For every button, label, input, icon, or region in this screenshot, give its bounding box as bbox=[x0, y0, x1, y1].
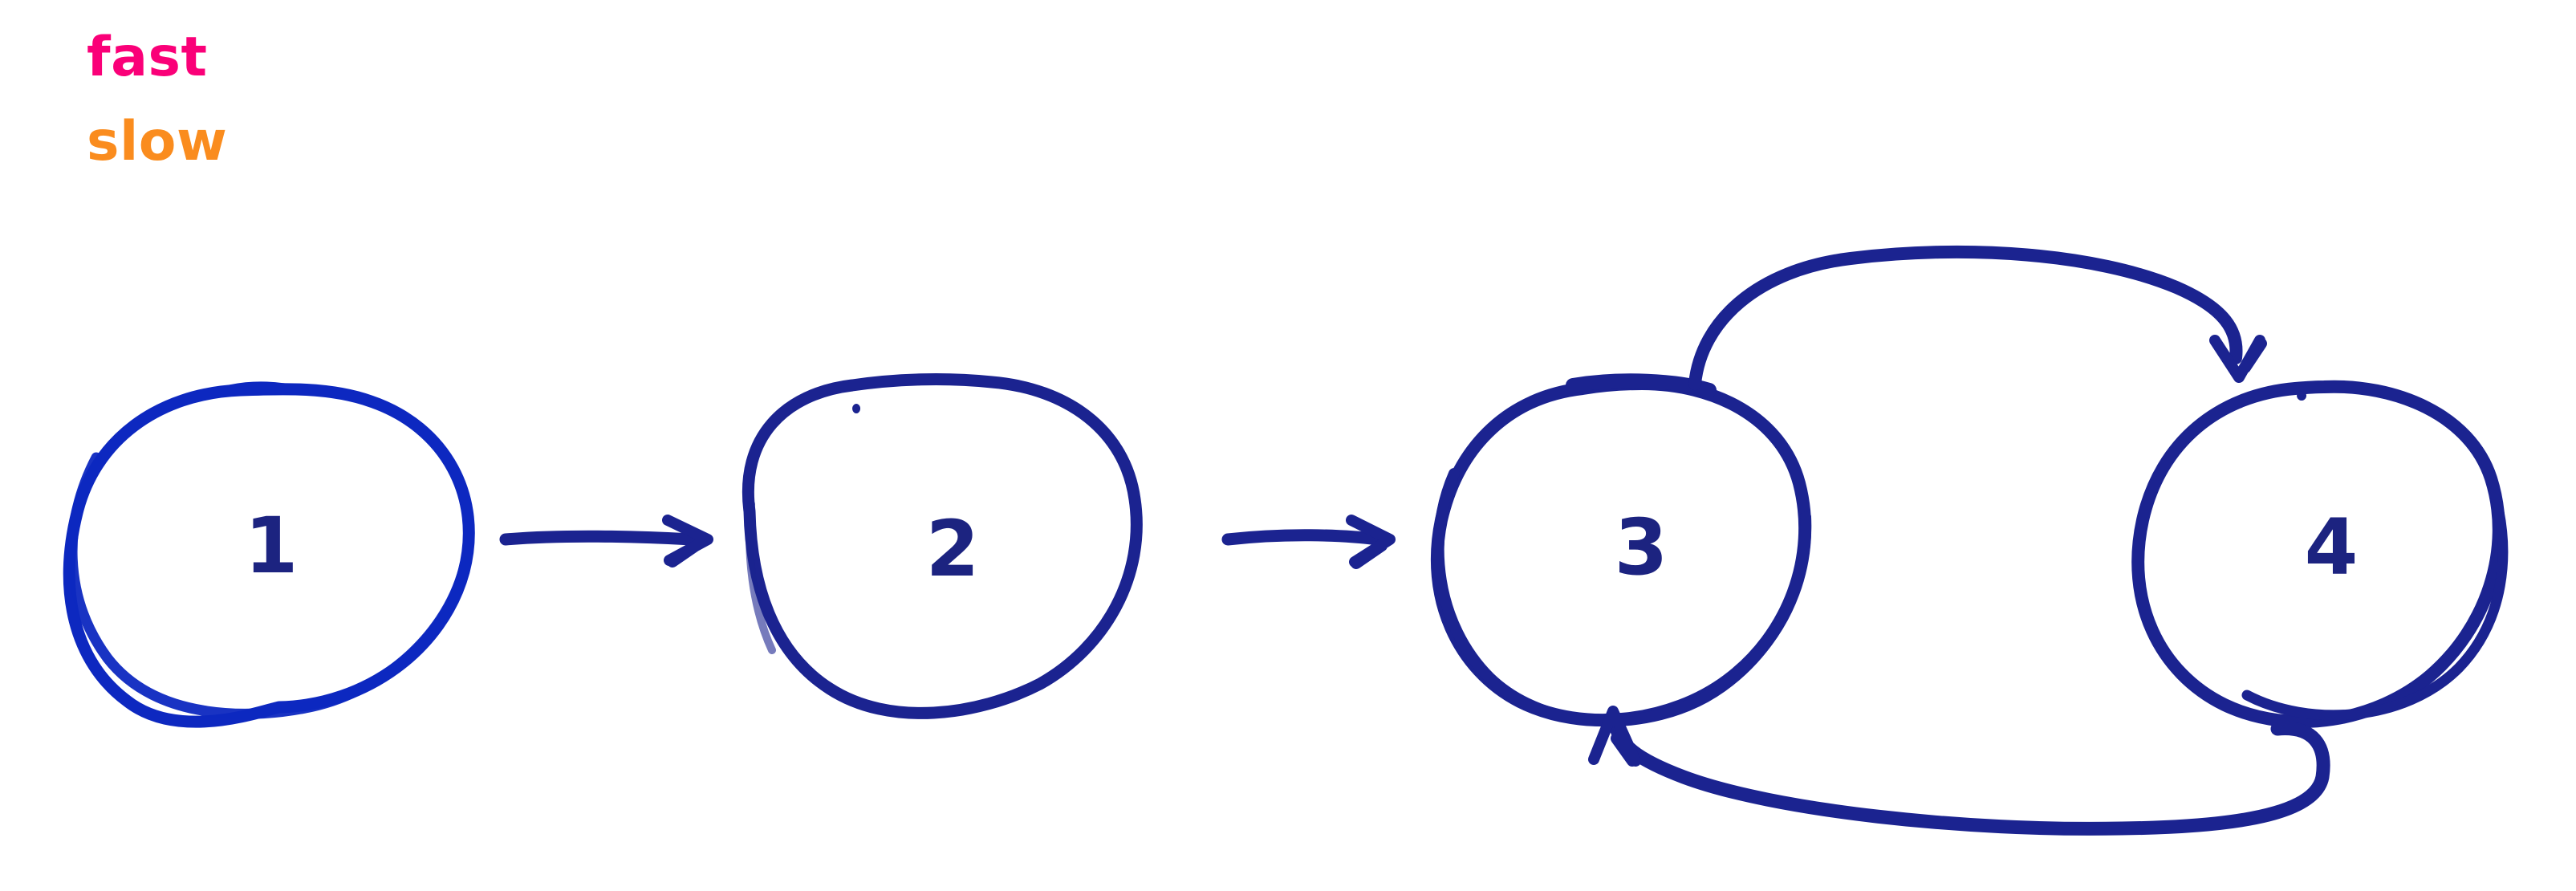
node-1-label: 1 bbox=[244, 501, 299, 591]
node-1[interactable] bbox=[63, 381, 475, 728]
node-1-ellipse-overdraw bbox=[67, 452, 471, 719]
node-1-top-nib bbox=[227, 381, 303, 394]
edge-3-to-4[interactable] bbox=[1688, 245, 2267, 390]
node-4-pen-dot bbox=[2297, 391, 2307, 401]
node-4-right-overdraw bbox=[2241, 486, 2509, 721]
node-3-label: 3 bbox=[1614, 502, 1668, 592]
edge-4-to-3[interactable] bbox=[1588, 706, 2330, 836]
edge-2-to-3-line bbox=[1221, 529, 1385, 546]
edge-4-to-3-curve bbox=[1607, 714, 2330, 836]
edge-2-to-3-arrowhead bbox=[1346, 515, 1396, 569]
edge-4-to-3-arrowhead bbox=[1588, 706, 1641, 767]
edge-1-to-2-arrowhead bbox=[662, 515, 713, 568]
edge-2-to-3[interactable] bbox=[1221, 515, 1396, 569]
node-2-pen-dot bbox=[852, 404, 861, 413]
edge-1-to-2-line bbox=[499, 530, 698, 546]
legend-label-fast: fast bbox=[87, 26, 208, 89]
node-3-ellipse-overdraw bbox=[1432, 468, 1812, 727]
node-2[interactable] bbox=[742, 373, 1143, 719]
edge-1-to-2[interactable] bbox=[499, 515, 713, 568]
edge-3-to-4-curve bbox=[1688, 245, 2243, 390]
node-2-left-overdraw bbox=[746, 500, 776, 654]
legend-label-slow: slow bbox=[87, 110, 228, 173]
node-2-label: 2 bbox=[925, 504, 980, 594]
edge-3-to-4-arrowhead bbox=[2209, 335, 2267, 383]
node-4-label: 4 bbox=[2304, 502, 2359, 592]
node-4[interactable] bbox=[2131, 380, 2509, 728]
